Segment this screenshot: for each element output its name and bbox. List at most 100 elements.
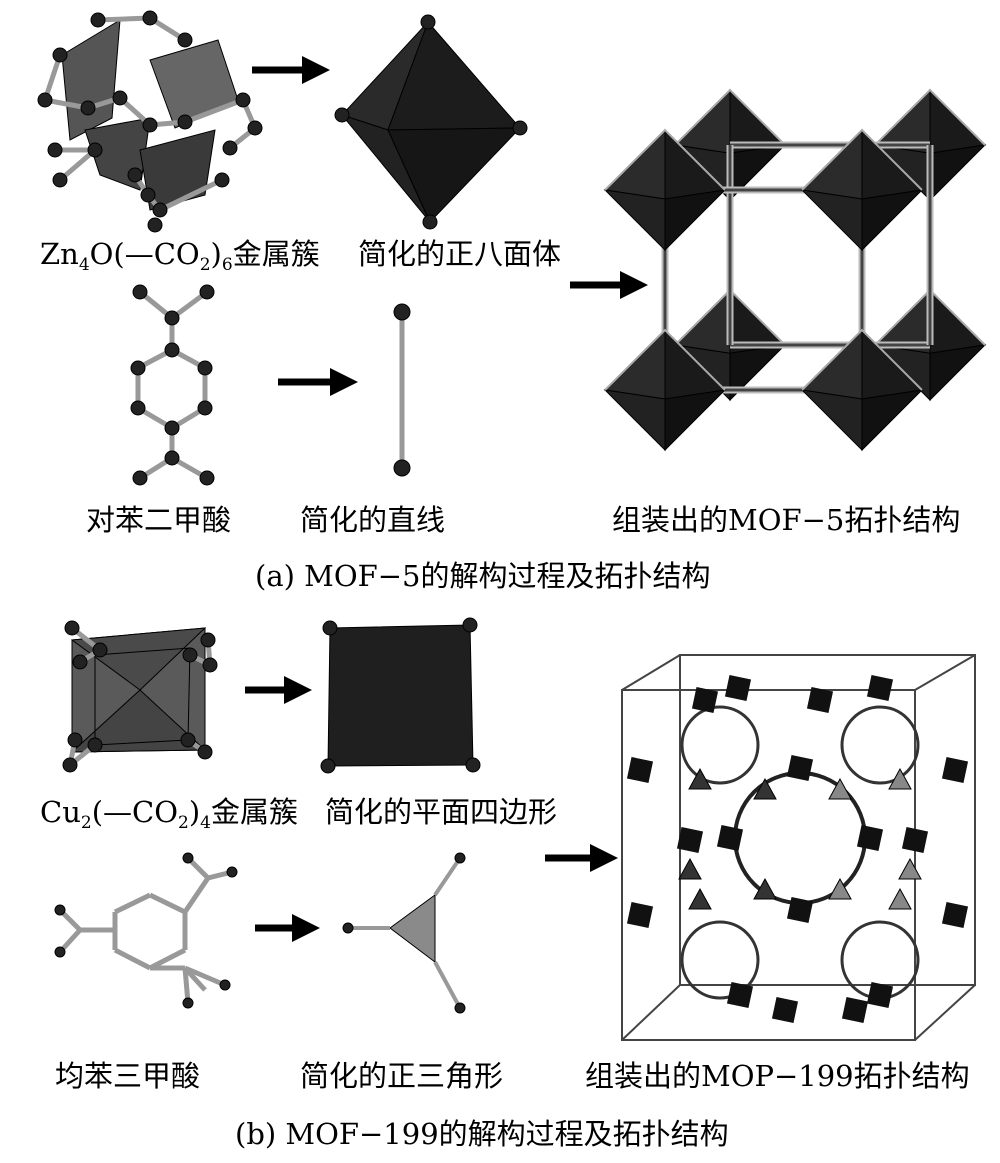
atom bbox=[214, 172, 230, 188]
atom bbox=[197, 744, 213, 760]
bond bbox=[184, 97, 244, 125]
atom bbox=[47, 142, 63, 158]
atom bbox=[462, 617, 478, 633]
atom bbox=[182, 647, 198, 663]
triangle-node bbox=[753, 777, 777, 800]
bond bbox=[113, 892, 152, 915]
square-node bbox=[841, 996, 869, 1024]
tetrahedron bbox=[61, 19, 121, 141]
atom bbox=[152, 202, 168, 218]
atom bbox=[127, 167, 143, 183]
square-node bbox=[724, 674, 752, 702]
triangle-label: 简化的正三角形 bbox=[300, 1059, 504, 1093]
caption-a: (a) MOF−5的解构过程及拓扑结构 bbox=[255, 559, 711, 593]
face bbox=[387, 21, 522, 131]
atom bbox=[177, 114, 193, 130]
mop199-label: 组装出的MOP−199拓扑结构 bbox=[585, 1059, 970, 1093]
atom bbox=[147, 217, 163, 233]
triangle bbox=[389, 894, 436, 964]
atom bbox=[72, 654, 88, 670]
atom bbox=[334, 107, 350, 123]
square-node bbox=[941, 901, 969, 929]
arrows bbox=[245, 56, 648, 942]
face bbox=[70, 627, 207, 691]
trimesic-label: 均苯三甲酸 bbox=[55, 1059, 201, 1093]
terephthalic-label: 对苯二甲酸 bbox=[86, 503, 232, 537]
edge bbox=[604, 128, 726, 191]
atom bbox=[342, 922, 354, 934]
edge bbox=[801, 128, 923, 191]
octahedron bbox=[861, 389, 924, 452]
cell-edge bbox=[914, 654, 976, 691]
atom bbox=[393, 303, 411, 321]
bond bbox=[184, 965, 226, 988]
atom bbox=[197, 360, 213, 376]
octahedron bbox=[929, 344, 987, 402]
bond bbox=[97, 15, 151, 23]
atom bbox=[202, 657, 218, 673]
atom bbox=[180, 732, 196, 748]
simplified-octahedron bbox=[334, 14, 528, 230]
octahedron bbox=[603, 189, 666, 252]
cu-cluster-label: Cu2(—CO2)4金属簇 bbox=[40, 795, 298, 833]
atom bbox=[130, 360, 146, 376]
cell-edge bbox=[621, 984, 681, 1041]
atom bbox=[142, 117, 158, 133]
square-node bbox=[726, 981, 754, 1009]
bond bbox=[148, 892, 187, 915]
atom bbox=[177, 32, 193, 48]
cell-edge bbox=[679, 654, 976, 986]
terephthalic-acid-model bbox=[130, 284, 215, 486]
simplified-triangle bbox=[342, 852, 466, 1014]
square-node bbox=[941, 756, 969, 784]
atom bbox=[80, 100, 96, 116]
atom bbox=[90, 12, 106, 28]
square-node bbox=[676, 826, 704, 854]
bond bbox=[158, 177, 224, 213]
edge bbox=[874, 88, 986, 146]
octahedron bbox=[664, 189, 727, 252]
square-node bbox=[716, 824, 744, 852]
bond bbox=[42, 54, 63, 101]
atom bbox=[37, 92, 53, 108]
octahedron-label: 简化的正八面体 bbox=[358, 237, 562, 271]
square-node bbox=[626, 901, 654, 929]
pore bbox=[680, 920, 760, 1000]
line-label: 简化的直线 bbox=[300, 503, 446, 537]
atom bbox=[235, 92, 251, 108]
atom bbox=[54, 904, 66, 916]
triangle-node bbox=[753, 877, 777, 900]
atom bbox=[87, 142, 103, 158]
atom bbox=[182, 997, 194, 1009]
triangle-node bbox=[678, 857, 702, 880]
simplified-line bbox=[393, 303, 411, 477]
atom bbox=[226, 866, 238, 878]
edge bbox=[674, 88, 786, 146]
face bbox=[387, 127, 522, 223]
atom bbox=[393, 459, 411, 477]
triangle-node bbox=[688, 767, 712, 790]
square bbox=[327, 624, 474, 767]
atom bbox=[62, 757, 78, 773]
square-node bbox=[786, 896, 814, 924]
atom bbox=[182, 852, 194, 864]
octahedron bbox=[861, 189, 924, 252]
atom bbox=[164, 342, 180, 358]
cu2-cluster-model bbox=[62, 620, 218, 773]
atom bbox=[454, 1002, 466, 1014]
atom bbox=[164, 310, 180, 326]
atom bbox=[87, 737, 103, 753]
atom bbox=[200, 632, 216, 648]
atom bbox=[52, 172, 68, 188]
atom bbox=[52, 47, 68, 63]
face bbox=[70, 689, 207, 753]
edge bbox=[801, 328, 923, 391]
atom bbox=[112, 90, 128, 106]
triangle-node bbox=[828, 777, 852, 800]
square-node bbox=[856, 824, 884, 852]
atom bbox=[320, 758, 336, 774]
atom bbox=[422, 214, 438, 230]
bond bbox=[433, 856, 462, 897]
square-node bbox=[626, 756, 654, 784]
